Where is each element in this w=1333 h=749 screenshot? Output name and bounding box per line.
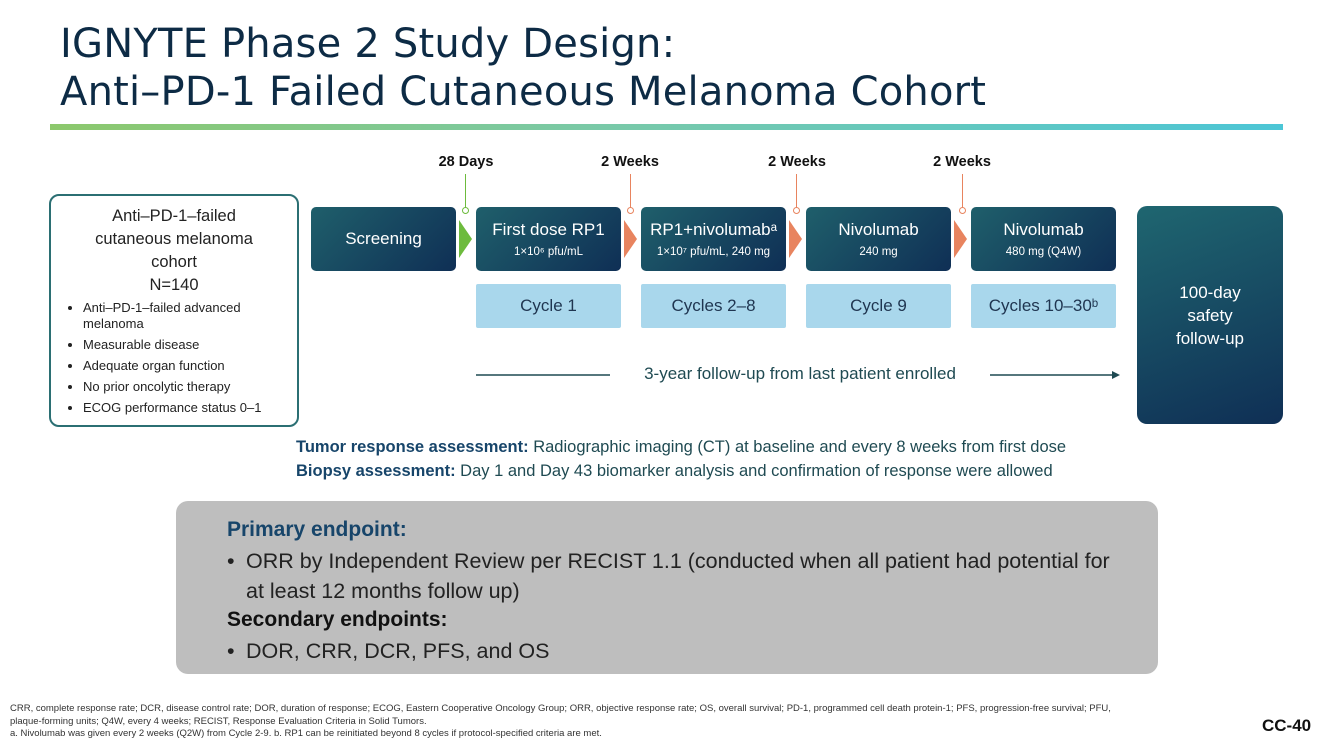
cohort-size: N=140 xyxy=(149,276,199,294)
title-divider xyxy=(50,124,1283,130)
stage-screening: Screening xyxy=(311,207,456,271)
endpoints-panel: Primary endpoint: • ORR by Independent R… xyxy=(176,501,1158,674)
interval-tick xyxy=(630,174,631,212)
stage-label: Nivolumab xyxy=(838,219,919,239)
safety-line: safety xyxy=(1187,305,1233,325)
cohort-line-3: cohort xyxy=(151,253,197,271)
interval-label: 2 Weeks xyxy=(933,154,991,170)
tumor-assessment-label: Tumor response assessment: xyxy=(296,438,529,456)
footnote-notes: a. Nivolumab was given every 2 weeks (Q2… xyxy=(10,728,602,739)
bullet: • xyxy=(227,639,235,663)
footnotes: CRR, complete response rate; DCR, diseas… xyxy=(10,703,1140,741)
cycle-box: Cycle 9 xyxy=(806,284,951,328)
secondary-endpoint-text: DOR, CRR, DCR, PFS, and OS xyxy=(246,639,550,663)
eligibility-item: Adequate organ function xyxy=(83,358,297,374)
tumor-assessment: Tumor response assessment: Radiographic … xyxy=(296,438,1066,457)
cycle-box: Cycles 10–30ᵇ xyxy=(971,284,1116,328)
eligibility-item: ECOG performance status 0–1 xyxy=(83,400,297,416)
secondary-endpoint-item: • DOR, CRR, DCR, PFS, and OS xyxy=(227,636,1127,666)
biopsy-assessment-text: Day 1 and Day 43 biomarker analysis and … xyxy=(460,462,1053,480)
tumor-assessment-text: Radiographic imaging (CT) at baseline an… xyxy=(533,438,1067,456)
biopsy-assessment: Biopsy assessment: Day 1 and Day 43 biom… xyxy=(296,462,1053,481)
safety-line: 100-day xyxy=(1179,282,1241,302)
cohort-heading: Anti–PD-1–failed cutaneous melanoma coho… xyxy=(51,205,297,297)
interval-tick xyxy=(962,174,963,212)
eligibility-item: No prior oncolytic therapy xyxy=(83,379,297,395)
interval-label: 28 Days xyxy=(438,154,494,170)
cohort-line-2: cutaneous melanoma xyxy=(95,230,253,248)
stage-dose: 1×10⁷ pfu/mL, 240 mg xyxy=(656,245,771,258)
stage-label: Nivolumab xyxy=(1003,219,1084,239)
eligibility-list: Anti–PD-1–failed advanced melanoma Measu… xyxy=(63,300,297,421)
safety-line: follow-up xyxy=(1175,328,1245,348)
page-number: CC-40 xyxy=(1262,716,1312,735)
safety-followup-box: 100-day safety follow-up xyxy=(1137,206,1283,424)
stage-label: Screening xyxy=(345,229,422,248)
arrow-right-icon xyxy=(789,220,802,258)
primary-endpoint-item: • ORR by Independent Review per RECIST 1… xyxy=(227,546,1127,606)
interval-tick xyxy=(465,174,466,212)
interval-label: 2 Weeks xyxy=(601,154,659,170)
abbreviations: CRR, complete response rate; DCR, diseas… xyxy=(10,703,1111,727)
interval-marker xyxy=(793,207,800,214)
secondary-endpoints-heading: Secondary endpoints: xyxy=(227,608,448,631)
cycle-box: Cycle 1 xyxy=(476,284,621,328)
arrow-right-icon xyxy=(459,220,472,258)
title-line-2: Anti–PD-1 Failed Cutaneous Melanoma Coho… xyxy=(60,69,987,115)
stage-nivolumab-240: Nivolumab 240 mg xyxy=(806,207,951,271)
stage-rp1-nivolumab: RP1+nivolumabᵃ 1×10⁷ pfu/mL, 240 mg xyxy=(641,207,786,271)
arrow-right-icon xyxy=(954,220,967,258)
stage-first-dose: First dose RP1 1×10⁶ pfu/mL xyxy=(476,207,621,271)
stage-nivolumab-480: Nivolumab 480 mg (Q4W) xyxy=(971,207,1116,271)
interval-marker xyxy=(959,207,966,214)
interval-marker xyxy=(627,207,634,214)
arrow-right-icon xyxy=(624,220,637,258)
primary-endpoint-heading: Primary endpoint: xyxy=(227,518,407,541)
primary-endpoint-text: ORR by Independent Review per RECIST 1.1… xyxy=(246,549,1110,603)
cohort-line-1: Anti–PD-1–failed xyxy=(112,207,236,225)
interval-marker xyxy=(462,207,469,214)
cohort-box: Anti–PD-1–failed cutaneous melanoma coho… xyxy=(49,194,299,427)
interval-label: 2 Weeks xyxy=(768,154,826,170)
stage-dose: 240 mg xyxy=(859,245,898,258)
interval-tick xyxy=(796,174,797,212)
followup-label: 3-year follow-up from last patient enrol… xyxy=(610,364,990,384)
eligibility-item: Measurable disease xyxy=(83,337,297,353)
bullet: • xyxy=(227,549,235,573)
slide-title: IGNYTE Phase 2 Study Design: Anti–PD-1 F… xyxy=(60,20,986,116)
title-line-1: IGNYTE Phase 2 Study Design: xyxy=(60,21,676,67)
stage-dose: 480 mg (Q4W) xyxy=(1005,245,1082,258)
stage-label: RP1+nivolumabᵃ xyxy=(650,219,777,239)
eligibility-item: Anti–PD-1–failed advanced melanoma xyxy=(83,300,297,332)
stage-label: First dose RP1 xyxy=(492,219,605,239)
biopsy-assessment-label: Biopsy assessment: xyxy=(296,462,456,480)
stage-dose: 1×10⁶ pfu/mL xyxy=(514,245,583,258)
cycle-box: Cycles 2–8 xyxy=(641,284,786,328)
